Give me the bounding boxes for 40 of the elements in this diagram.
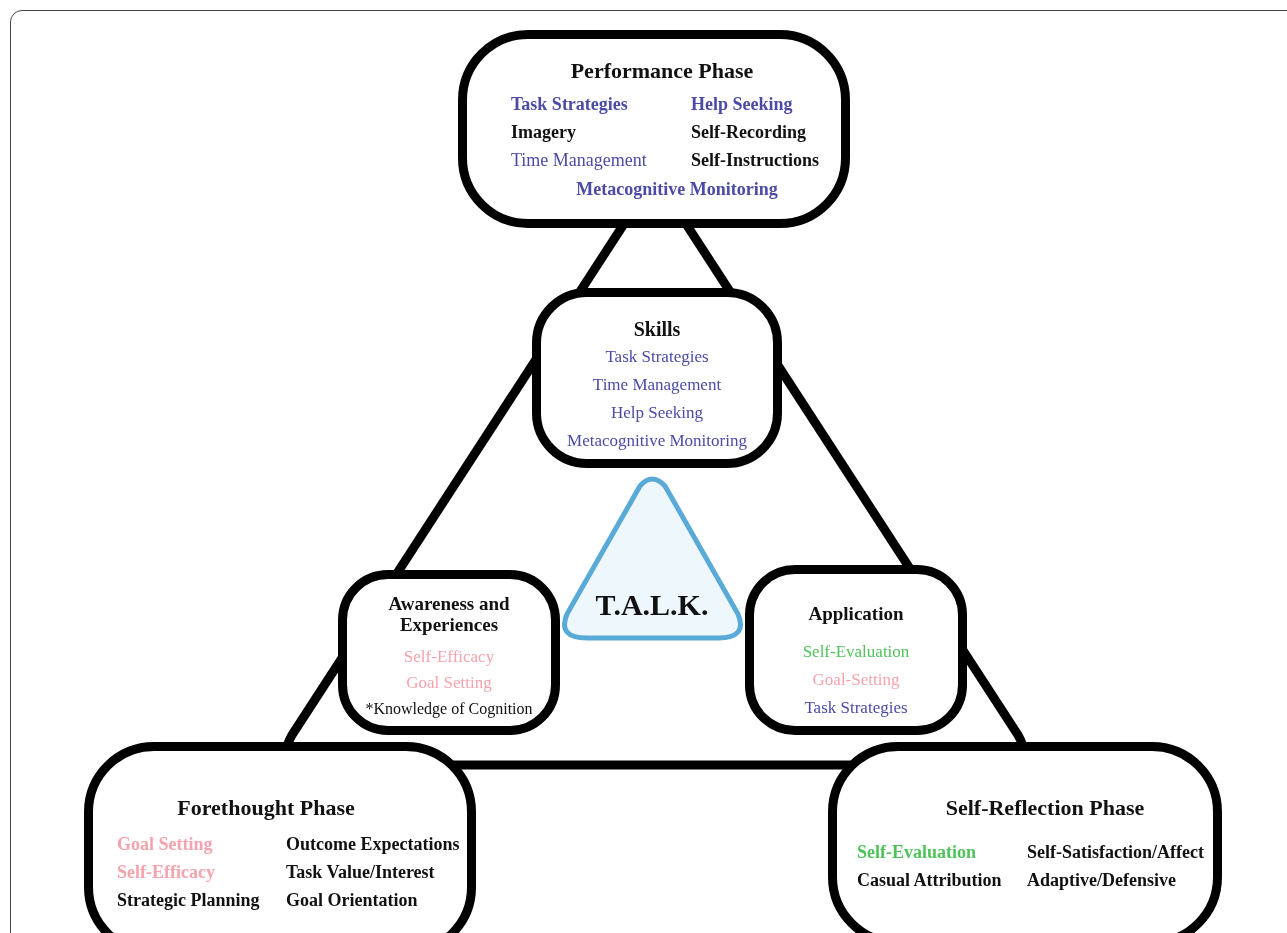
list-item: Self-Efficacy — [117, 863, 215, 883]
rounded-box — [458, 30, 850, 228]
list-item: Adaptive/Defensive — [1027, 871, 1176, 891]
list-item: Casual Attribution — [857, 871, 1002, 891]
list-item: Strategic Planning — [117, 891, 260, 911]
list-item: Help Seeking — [610, 403, 704, 423]
list-item: Self-Instructions — [691, 151, 819, 171]
list-item: Goal Orientation — [286, 891, 418, 911]
box-heading: Forethought Phase — [177, 795, 355, 821]
list-item: Self-Evaluation — [857, 843, 976, 863]
list-item: Help Seeking — [691, 95, 793, 115]
list-item: Task Strategies — [511, 95, 628, 115]
list-item: Self-Efficacy — [403, 647, 495, 667]
list-item: Goal-Setting — [812, 670, 900, 690]
list-item: Imagery — [511, 123, 576, 143]
list-item: Metacognitive Monitoring — [576, 180, 778, 200]
list-item: Metacognitive Monitoring — [567, 431, 747, 451]
list-item: Goal Setting — [406, 673, 492, 693]
box-heading: Performance Phase — [570, 58, 754, 84]
list-item: Self-Evaluation — [802, 642, 910, 662]
box-heading: Skills — [633, 318, 681, 340]
list-item: Self-Satisfaction/Affect — [1027, 843, 1204, 863]
list-item: Goal Setting — [117, 835, 213, 855]
list-item: Task Strategies — [605, 347, 709, 367]
list-item: *Knowledge of Cognition — [365, 700, 533, 718]
rounded-box — [338, 570, 560, 735]
rounded-box — [828, 742, 1222, 933]
box-heading: Awareness and Experiences — [387, 594, 511, 636]
rounded-box — [532, 288, 782, 468]
rounded-box — [745, 565, 967, 735]
list-item: Time Management — [592, 375, 722, 395]
rounded-box — [84, 742, 476, 933]
list-item: Task Strategies — [804, 698, 908, 718]
list-item: Self-Recording — [691, 123, 806, 143]
list-item: Time Management — [511, 151, 647, 171]
box-heading: Application — [808, 603, 904, 625]
list-item: Outcome Expectations — [286, 835, 460, 855]
box-heading: Self-Reflection Phase — [945, 795, 1145, 821]
center-title: T.A.L.K. — [595, 587, 709, 621]
list-item: Task Value/Interest — [286, 863, 435, 883]
